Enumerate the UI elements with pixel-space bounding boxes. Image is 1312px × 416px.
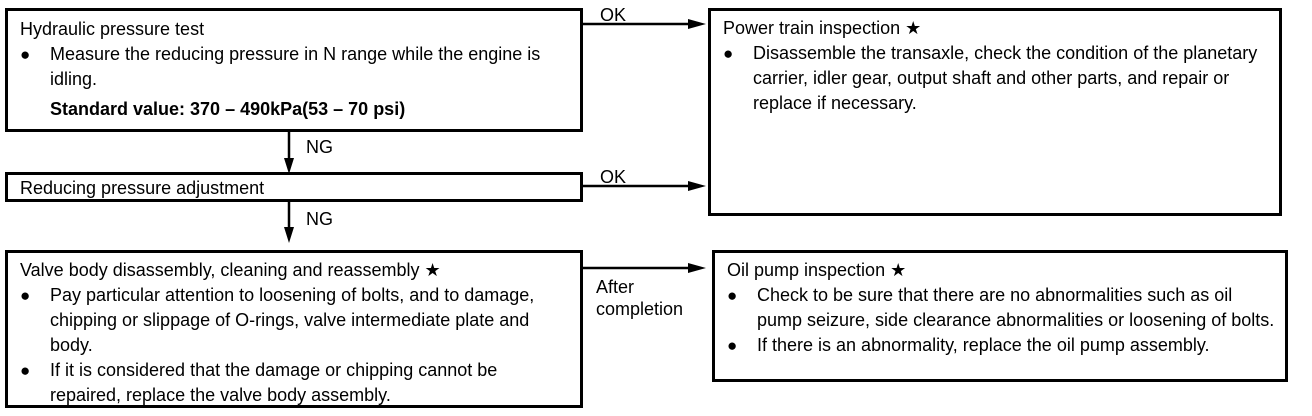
hydraulic-standard-value: Standard value: 370 – 490kPa(53 – 70 psi…: [50, 99, 406, 119]
oil-pump-bullet-2-text: If there is an abnormality, replace the …: [757, 335, 1210, 355]
after-arrowhead: [688, 263, 706, 273]
valve-body-bullet-2-text: If it is considered that the damage or c…: [50, 360, 498, 405]
oil-pump-inspection-box: Oil pump inspection ★ ● Check to be sure…: [712, 250, 1288, 382]
after-label-line-1: After: [596, 277, 635, 297]
ok-arrowhead-2: [688, 181, 706, 191]
hydraulic-title: Hydraulic pressure test: [20, 19, 205, 39]
reducing-title: Reducing pressure adjustment: [20, 178, 265, 198]
hydraulic-bullet-1-text: Measure the reducing pressure in N range…: [50, 44, 541, 89]
power-train-title: Power train inspection ★: [723, 18, 922, 38]
ng-arrowhead-1: [284, 158, 294, 174]
oil-pump-title: Oil pump inspection ★: [727, 260, 907, 280]
oil-pump-bullet-1-text: Check to be sure that there are no abnor…: [757, 285, 1275, 330]
power-train-bullet-1: ● Disassemble the transaxle, check the c…: [711, 41, 1271, 116]
bullet-icon: ●: [727, 286, 738, 305]
ng-arrowhead-2: [284, 227, 294, 243]
valve-body-box: Valve body disassembly, cleaning and rea…: [5, 250, 583, 408]
hydraulic-bullet-1: ● Measure the reducing pressure in N ran…: [8, 42, 570, 92]
oil-pump-bullet-2: ● If there is an abnormality, replace th…: [715, 333, 1277, 358]
power-train-inspection-box: Power train inspection ★ ● Disassemble t…: [708, 8, 1282, 216]
valve-body-bullet-1: ● Pay particular attention to loosening …: [8, 283, 572, 358]
bullet-icon: ●: [20, 45, 31, 64]
bullet-icon: ●: [20, 361, 31, 380]
reducing-pressure-adjustment-box: Reducing pressure adjustment: [5, 172, 583, 202]
ok-label-1: OK: [600, 5, 627, 25]
bullet-icon: ●: [723, 44, 734, 63]
bullet-icon: ●: [727, 336, 738, 355]
ng-label-2: NG: [306, 209, 333, 229]
after-label-line-2: completion: [596, 299, 684, 319]
ng-label-1: NG: [306, 137, 333, 157]
valve-body-title: Valve body disassembly, cleaning and rea…: [20, 260, 441, 280]
power-train-bullet-1-text: Disassemble the transaxle, check the con…: [753, 43, 1258, 113]
bullet-icon: ●: [20, 286, 31, 305]
oil-pump-bullet-1: ● Check to be sure that there are no abn…: [715, 283, 1277, 333]
ok-label-2: OK: [600, 167, 627, 187]
ok-arrowhead-1: [688, 19, 706, 29]
valve-body-bullet-2: ● If it is considered that the damage or…: [8, 358, 572, 408]
hydraulic-pressure-test-box: Hydraulic pressure test ● Measure the re…: [5, 8, 583, 132]
valve-body-bullet-1-text: Pay particular attention to loosening of…: [50, 285, 535, 355]
